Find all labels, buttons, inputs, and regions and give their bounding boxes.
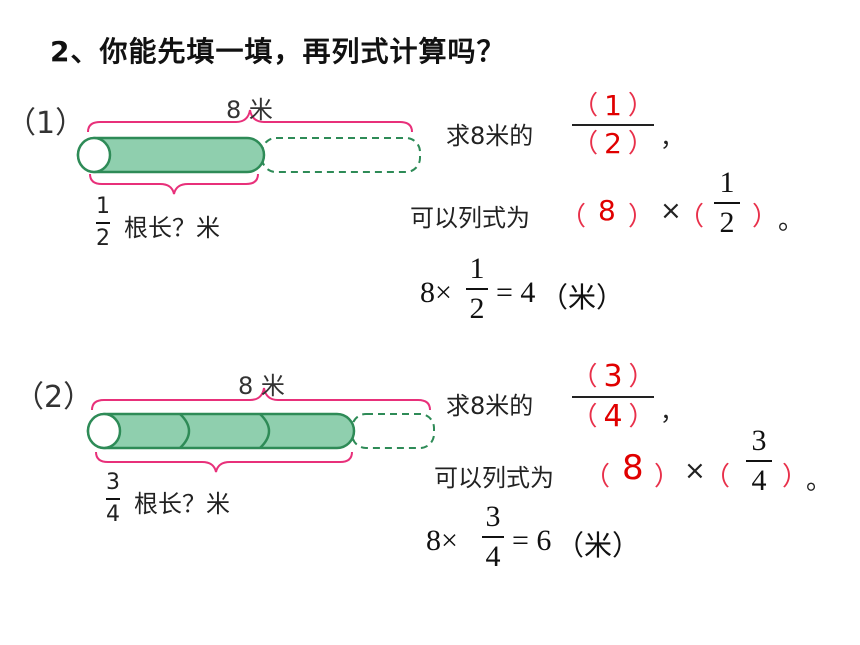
problem1-eq-den: 2: [469, 292, 485, 325]
problem1-diagram: [76, 109, 421, 195]
problem1-eq-unit: （米）: [540, 283, 625, 314]
problem2-rod-end: [86, 412, 122, 450]
problem1-ask-den-close: ）: [627, 129, 654, 159]
problem1-blank1-open: （: [560, 202, 587, 232]
problem2-bottom-brace: [95, 451, 353, 473]
problem2-blank2-num: 3: [751, 424, 767, 457]
problem1-blank2-fraction: 1 2: [714, 168, 740, 238]
problem2-blank1-close: ）: [654, 462, 681, 492]
fraction-bar: [746, 460, 772, 462]
problem1-ask-suffix: ，: [660, 124, 684, 152]
problem2-segment-divider-1: [179, 413, 191, 449]
fraction-bar: [106, 498, 120, 500]
fraction-bar: [482, 536, 504, 538]
problem2-blank2-close: ）: [782, 462, 809, 492]
problem2-label: （2）: [14, 380, 94, 415]
problem2-top-brace: [91, 387, 431, 411]
problem2-eq-unit: （米）: [556, 531, 641, 562]
problem1-ask-num: 1: [604, 89, 622, 122]
problem1-times: ×: [660, 196, 682, 226]
problem2-total-length: 8 米: [238, 372, 285, 400]
problem2-times: ×: [684, 456, 706, 486]
problem1-ask-num-open: （: [572, 91, 599, 121]
problem2-ask-num-open: （: [571, 362, 598, 392]
problem1-eq-num: 1: [469, 252, 485, 285]
problem2-eq-den: 4: [485, 540, 501, 573]
problem1-top-brace: [87, 109, 413, 133]
problem2-part-denominator: 4: [106, 502, 120, 527]
problem1-blank1-close: ）: [628, 202, 655, 232]
problem2-ask-suffix: ，: [660, 398, 684, 426]
page-title: 2、你能先填一填，再列式计算吗？: [50, 35, 506, 68]
problem1-part-numerator: 1: [96, 194, 110, 219]
problem2-ask-num: 3: [603, 359, 623, 394]
problem1-blank2-den: 2: [719, 206, 735, 239]
problem2-blank2-fraction: 3 4: [746, 426, 772, 496]
problem2-part-numerator: 3: [106, 470, 120, 495]
problem2-blank1: 8: [622, 448, 644, 488]
problem2-diagram: [86, 387, 435, 473]
problem1-blank2-num: 1: [719, 166, 735, 199]
problem2-ask-num-close: ）: [628, 362, 655, 392]
problem2-part-suffix: 根长？米: [134, 490, 230, 518]
problem2-blank1-open: （: [584, 462, 611, 492]
problem1-total-length: 8 米: [226, 96, 273, 124]
problem2-ask-den-close: ）: [628, 402, 655, 432]
problem1-rod-end: [76, 136, 112, 174]
problem1-label: （1）: [6, 106, 86, 141]
problem2-dashed-segment: [351, 413, 435, 449]
problem1-blank1: 8: [598, 194, 616, 227]
problem1-eq-right: = 4: [496, 276, 536, 309]
problem1-ask-den-open: （: [572, 129, 599, 159]
problem2-period: 。: [806, 466, 833, 496]
problem2-eq-fraction: 3 4: [482, 502, 504, 572]
problem1-part-fraction: 1 2: [96, 196, 110, 250]
problem2-part-fraction: 3 4: [106, 472, 120, 526]
fraction-bar: [572, 124, 654, 126]
problem1-eq-left: 8×: [420, 276, 452, 309]
fraction-bar: [466, 288, 488, 290]
problem2-blank2-open: （: [704, 462, 731, 492]
problem1-blank2-open: （: [678, 202, 705, 232]
problem1-dashed-segment: [261, 137, 421, 173]
fraction-bar: [96, 222, 110, 224]
problem1-ask-den: 2: [604, 127, 622, 160]
problem2-formula-prefix: 可以列式为: [434, 464, 554, 492]
problem1-formula-prefix: 可以列式为: [410, 204, 530, 232]
problem2-eq-right: = 6: [512, 524, 552, 557]
problem2-ask-den-open: （: [571, 402, 598, 432]
problem2-eq-num: 3: [485, 500, 501, 533]
problem1-period: 。: [778, 206, 805, 236]
problem1-part-denominator: 2: [96, 226, 110, 251]
problem1-blank2-close: ）: [752, 202, 779, 232]
problem1-bottom-brace: [89, 173, 259, 195]
problem1-ask-num-close: ）: [627, 91, 654, 121]
fraction-bar: [714, 202, 740, 204]
problem1-eq-fraction: 1 2: [466, 254, 488, 324]
problem2-blank2-den: 4: [751, 464, 767, 497]
problem1-ask-prefix: 求8米的: [446, 122, 534, 150]
problem2-ask-den: 4: [603, 399, 623, 434]
problem2-filled-rod: [86, 412, 356, 450]
problem2-eq-left: 8×: [426, 524, 458, 557]
problem1-ask-fraction: （ 1 ） （ 2 ）: [572, 92, 654, 158]
problem2-segment-divider-2: [259, 413, 271, 449]
fraction-bar: [572, 396, 654, 398]
problem2-ask-prefix: 求8米的: [446, 392, 534, 420]
problem2-ask-fraction: （ 3 ） （ 4 ）: [571, 359, 655, 434]
problem1-part-suffix: 根长？米: [124, 214, 220, 242]
